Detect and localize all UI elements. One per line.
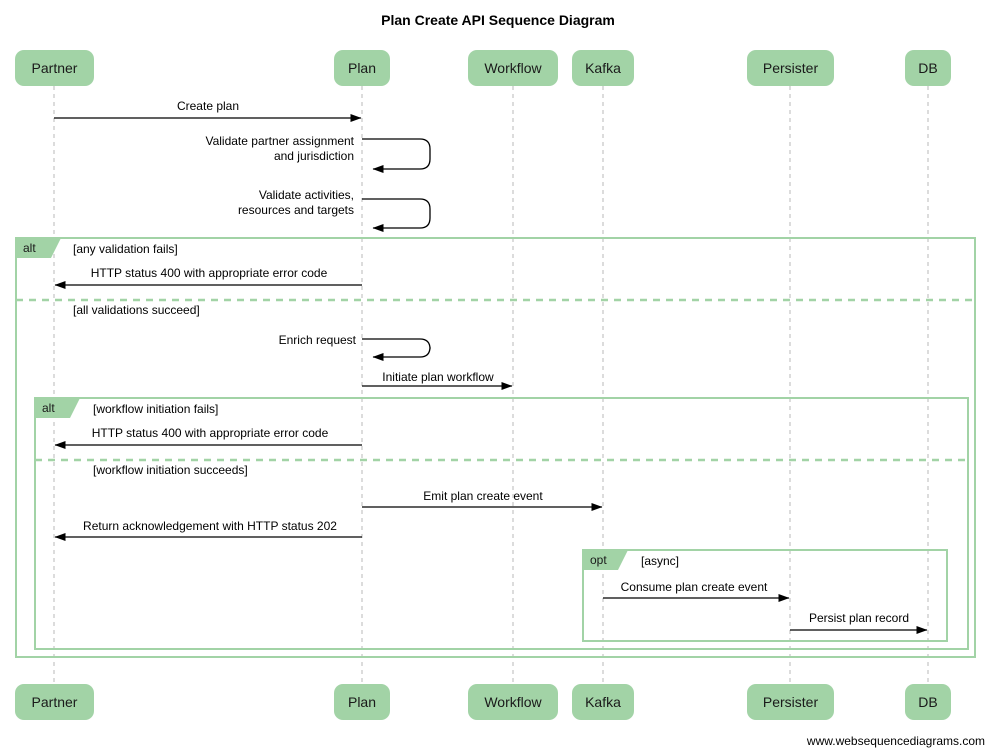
- message-label: Consume plan create event: [621, 580, 768, 594]
- participant-persister-top[interactable]: Persister: [747, 50, 834, 86]
- participant-label: Kafka: [585, 60, 621, 76]
- fragment-border: [34, 397, 969, 650]
- fragment-tab-label: alt: [23, 241, 36, 255]
- self-message-line: [362, 198, 431, 232]
- fragment-condition-label-0: [async]: [641, 554, 679, 568]
- message-m6: Initiate plan workflow: [362, 370, 513, 390]
- participant-workflow-bottom[interactable]: Workflow: [468, 684, 558, 720]
- message-label: Create plan: [177, 99, 239, 113]
- diagram-title: Plan Create API Sequence Diagram: [381, 12, 615, 28]
- participant-label: DB: [918, 694, 937, 710]
- message-m10: Consume plan create event: [603, 580, 790, 602]
- participant-box[interactable]: [572, 50, 634, 86]
- fragment-border: [582, 549, 948, 642]
- message-m1: Create plan: [54, 99, 362, 122]
- fragments-layer: alt [any validation fails] [all validation…: [15, 237, 976, 658]
- participant-partner-bottom[interactable]: Partner: [15, 684, 94, 720]
- participant-kafka-top[interactable]: Kafka: [572, 50, 634, 86]
- fragment-alt-frag-alt-inner: alt [workflow initiation fails] [workflow …: [34, 397, 969, 650]
- participant-box[interactable]: [15, 684, 94, 720]
- message-label: Validate partner assignment: [205, 134, 354, 148]
- participant-kafka-bottom[interactable]: Kafka: [572, 684, 634, 720]
- self-message-line: [362, 138, 431, 173]
- participant-box[interactable]: [15, 50, 94, 86]
- fragment-opt-frag-opt: opt [async]: [582, 549, 948, 642]
- participant-label: Persister: [763, 694, 819, 710]
- participant-box[interactable]: [747, 684, 834, 720]
- message-m11: Persist plan record: [790, 611, 928, 634]
- participant-box[interactable]: [334, 50, 390, 86]
- actors-layer: PartnerPartnerPlanPlanWorkflowWorkflowKa…: [15, 50, 951, 720]
- participant-box[interactable]: [572, 684, 634, 720]
- participant-partner-top[interactable]: Partner: [15, 50, 94, 86]
- message-label: Enrich request: [279, 333, 357, 347]
- participant-workflow-top[interactable]: Workflow: [468, 50, 558, 86]
- self-message-line: [362, 338, 431, 361]
- footer-attribution: www.websequencediagrams.com: [806, 734, 985, 748]
- message-label: HTTP status 400 with appropriate error c…: [91, 266, 328, 280]
- participant-box[interactable]: [468, 684, 558, 720]
- fragment-condition-label-0: [workflow initiation fails]: [93, 402, 218, 416]
- participant-label: Partner: [32, 60, 78, 76]
- fragment-tab-label: opt: [590, 553, 607, 567]
- participant-box[interactable]: [468, 50, 558, 86]
- participant-label: Kafka: [585, 694, 621, 710]
- message-label: Initiate plan workflow: [382, 370, 494, 384]
- participant-label: Plan: [348, 60, 376, 76]
- participant-box[interactable]: [905, 50, 951, 86]
- participant-plan-top[interactable]: Plan: [334, 50, 390, 86]
- participant-label: Workflow: [484, 694, 542, 710]
- message-label: Validate activities,: [259, 188, 354, 202]
- message-m8: Emit plan create event: [362, 489, 603, 511]
- message-m9: Return acknowledgement with HTTP status …: [54, 519, 362, 541]
- participant-box[interactable]: [905, 684, 951, 720]
- participant-persister-bottom[interactable]: Persister: [747, 684, 834, 720]
- fragment-tab-shape: [35, 398, 80, 418]
- lifelines-layer: [53, 86, 929, 684]
- message-m4: HTTP status 400 with appropriate error c…: [54, 266, 362, 289]
- message-label: HTTP status 400 with appropriate error c…: [92, 426, 329, 440]
- participant-label: DB: [918, 60, 937, 76]
- participant-label: Workflow: [484, 60, 542, 76]
- participant-box[interactable]: [334, 684, 390, 720]
- participant-label: Persister: [763, 60, 819, 76]
- participant-db-bottom[interactable]: DB: [905, 684, 951, 720]
- fragment-tab-label: alt: [42, 401, 55, 415]
- message-m3: Validate activities,resources and target…: [238, 188, 431, 232]
- message-label: Return acknowledgement with HTTP status …: [83, 519, 337, 533]
- message-m5: Enrich request: [279, 333, 431, 361]
- participant-plan-bottom[interactable]: Plan: [334, 684, 390, 720]
- fragment-condition-label-1: [workflow initiation succeeds]: [93, 463, 248, 477]
- fragment-tab-shape: [583, 550, 628, 570]
- participant-db-top[interactable]: DB: [905, 50, 951, 86]
- participant-label: Partner: [32, 694, 78, 710]
- fragment-border: [15, 237, 976, 658]
- participant-label: Plan: [348, 694, 376, 710]
- message-label: resources and targets: [238, 203, 354, 217]
- message-label: and jurisdiction: [274, 149, 354, 163]
- message-m7: HTTP status 400 with appropriate error c…: [54, 426, 362, 449]
- fragment-alt-frag-alt-outer: alt [any validation fails] [all validation…: [15, 237, 976, 658]
- fragment-condition-label-1: [all validations succeed]: [73, 303, 200, 317]
- fragment-condition-label-0: [any validation fails]: [73, 242, 178, 256]
- message-label: Emit plan create event: [423, 489, 543, 503]
- fragment-tab-shape: [16, 238, 61, 258]
- message-label: Persist plan record: [809, 611, 909, 625]
- participant-box[interactable]: [747, 50, 834, 86]
